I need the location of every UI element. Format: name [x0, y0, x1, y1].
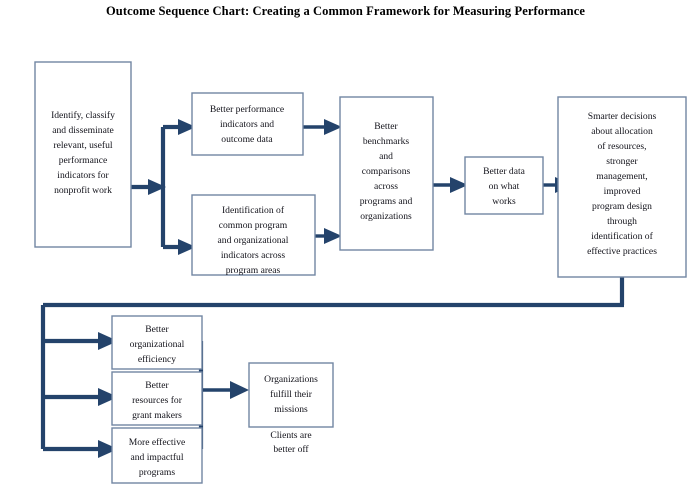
annotation-line: Clients are: [270, 430, 311, 441]
node-label-line: Better performance: [210, 104, 284, 115]
annotation-clients-are-better-off: Clients are better off: [270, 430, 311, 455]
node-label-line: stronger: [606, 156, 638, 167]
node-identification-common-program[interactable]: Identification of common program and org…: [191, 194, 316, 276]
node-label-line: Better: [145, 324, 169, 335]
node-better-organizational-efficiency[interactable]: Better organizational efficiency: [111, 315, 203, 370]
node-label-line: improved: [604, 186, 641, 197]
node-label-line: and disseminate: [52, 125, 114, 136]
page-title: Outcome Sequence Chart: Creating a Commo…: [105, 4, 585, 18]
node-label-line: programs: [139, 467, 176, 478]
node-label-line: about allocation: [591, 126, 653, 137]
node-label-line: programs and: [360, 196, 413, 207]
node-label-line: outcome data: [221, 134, 273, 145]
node-label-line: indicators and: [220, 119, 274, 130]
node-label-line: fulfill their: [270, 389, 313, 400]
node-label-line: Better: [374, 121, 398, 132]
connector-identification-to-benchmarks: [315, 228, 342, 244]
node-label-line: on what: [489, 181, 520, 192]
node-label-line: Identification of: [222, 205, 285, 216]
node-label-line: comparisons: [362, 166, 411, 177]
node-label-line: and: [379, 151, 393, 162]
arrowhead-to-better-resources: [98, 388, 118, 406]
node-label-line: More effective: [129, 437, 186, 448]
node-label-line: Identify, classify: [51, 110, 115, 121]
node-label-line: indicators across: [221, 250, 285, 261]
node-more-effective-impactful-programs[interactable]: More effective and impactful programs: [111, 427, 203, 484]
node-label-line: and impactful: [130, 452, 183, 463]
node-label-line: relevant, useful: [53, 140, 112, 151]
node-label-line: Better data: [483, 166, 526, 177]
node-label-line: indicators for: [57, 170, 109, 181]
node-label-line: grant makers: [132, 410, 182, 421]
node-label-line: and organizational: [218, 235, 289, 246]
node-better-performance-indicators[interactable]: Better performance indicators and outcom…: [191, 92, 304, 156]
node-smarter-decisions-allocation[interactable]: Smarter decisions about allocation of re…: [557, 96, 687, 278]
connector-identify-to-column2: [131, 119, 196, 255]
node-label-line: organizational: [130, 339, 185, 350]
node-identify-classify-disseminate[interactable]: Identify, classify and disseminate relev…: [34, 61, 132, 248]
connector-benchmarks-to-better-data: [433, 177, 468, 193]
node-label-line: Smarter decisions: [588, 111, 657, 122]
node-label-line: Better: [145, 380, 169, 391]
node-better-data-on-what-works[interactable]: Better data on what works: [464, 156, 544, 215]
arrowhead-to-better-data: [450, 177, 468, 193]
arrowhead-to-benchmarks-top: [324, 119, 342, 135]
connector-better-performance-to-benchmarks: [303, 119, 342, 135]
node-label-line: Organizations: [264, 374, 318, 385]
node-label-line: benchmarks: [363, 136, 410, 147]
node-label-line: through: [607, 216, 637, 227]
annotation-line: better off: [273, 444, 309, 455]
node-label-line: management,: [596, 171, 647, 182]
arrowhead-to-identification-common: [178, 239, 196, 255]
node-better-resources-grant-makers[interactable]: Better resources for grant makers: [111, 371, 203, 426]
node-label-line: performance: [59, 155, 107, 166]
arrowhead-to-organizations-fulfill: [230, 381, 249, 399]
node-label-line: efficiency: [138, 354, 176, 365]
node-label-line: identification of: [591, 231, 653, 242]
node-label-line: nonprofit work: [54, 185, 112, 196]
node-label-line: effective practices: [587, 246, 657, 257]
node-label-line: organizations: [360, 211, 412, 222]
arrowhead-fork-stem: [148, 179, 166, 195]
node-label-line: program design: [592, 201, 652, 212]
node-label-line: works: [492, 196, 516, 207]
node-label-line: common program: [219, 220, 288, 231]
node-label-line: program areas: [226, 265, 281, 276]
arrowhead-to-better-performance: [178, 119, 196, 135]
arrowhead-to-more-effective: [98, 440, 118, 458]
node-label-line: resources for: [132, 395, 183, 406]
node-label-line: of resources,: [597, 141, 646, 152]
arrowhead-to-benchmarks-bottom: [324, 228, 342, 244]
arrowhead-to-better-org-efficiency: [98, 332, 118, 350]
node-label-line: missions: [274, 404, 308, 415]
node-better-benchmarks-comparisons[interactable]: Better benchmarks and comparisons across…: [339, 96, 434, 251]
connector-smarter-decisions-to-bottom-row: [40, 277, 625, 458]
node-label-line: across: [374, 181, 398, 192]
node-organizations-fulfill-missions[interactable]: Organizations fulfill their missions: [248, 362, 334, 428]
